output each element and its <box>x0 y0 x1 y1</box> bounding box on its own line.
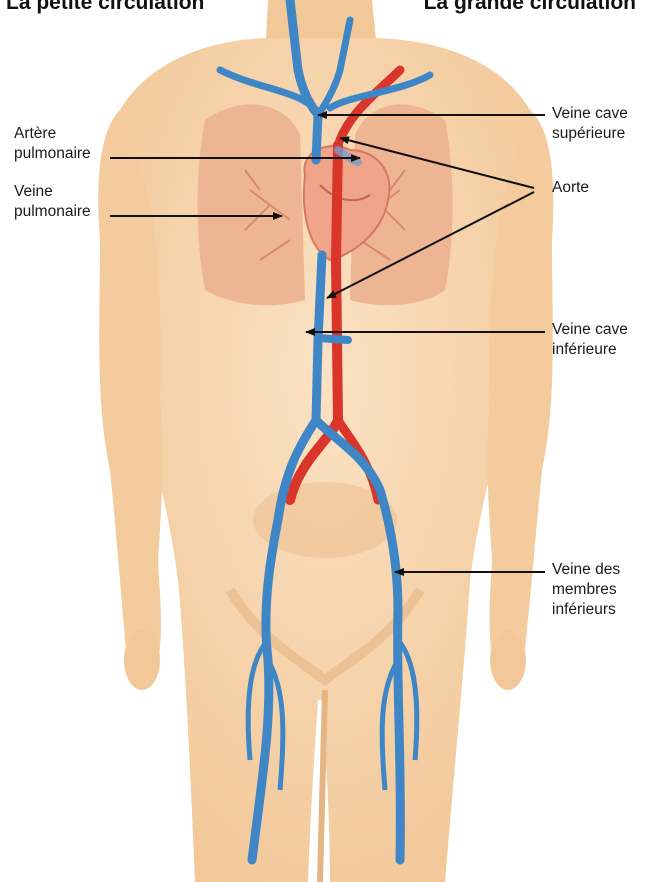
label-line: Veine des <box>552 560 620 580</box>
label-veine-cave-inferieure: Veine cave inférieure <box>552 320 628 360</box>
label-line: inférieurs <box>552 600 620 620</box>
label-line: Artère <box>14 124 91 144</box>
label-line: Aorte <box>552 178 589 198</box>
label-veine-membres-inferieurs: Veine des membres inférieurs <box>552 560 620 620</box>
label-line: pulmonaire <box>14 202 91 222</box>
label-line: Veine cave <box>552 320 628 340</box>
label-line: inférieure <box>552 340 628 360</box>
label-artere-pulmonaire: Artère pulmonaire <box>14 124 91 164</box>
label-line: Veine cave <box>552 104 628 124</box>
label-line: membres <box>552 580 620 600</box>
label-veine-cave-superieure: Veine cave supérieure <box>552 104 628 144</box>
label-aorte: Aorte <box>552 178 589 198</box>
label-line: Veine <box>14 182 91 202</box>
label-line: supérieure <box>552 124 628 144</box>
label-veine-pulmonaire: Veine pulmonaire <box>14 182 91 222</box>
label-line: pulmonaire <box>14 144 91 164</box>
